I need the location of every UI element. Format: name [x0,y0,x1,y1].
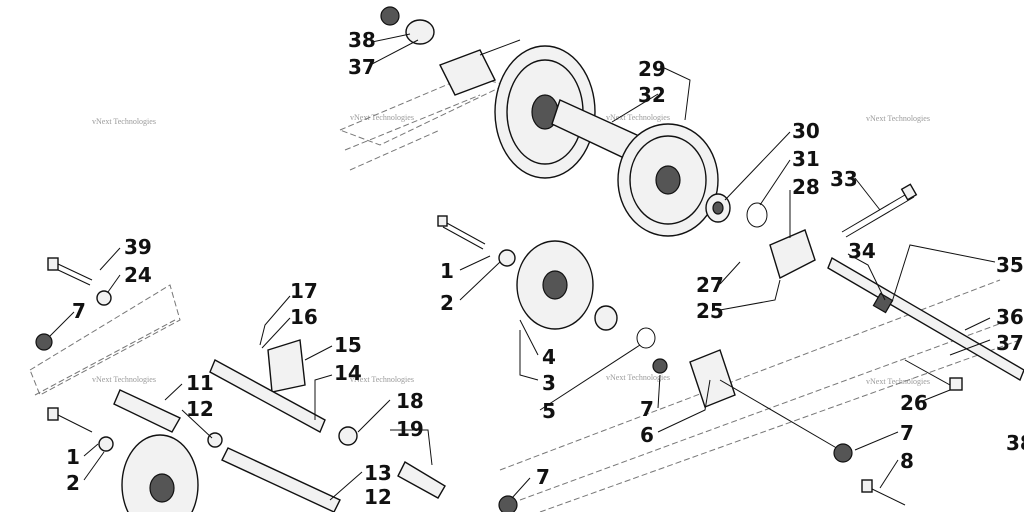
callout-12-bottom: 12 [364,485,392,509]
callout-37-top: 37 [348,55,376,79]
pivot-arm-6 [689,349,736,408]
callout-37-right: 37 [996,331,1024,355]
callout-36: 36 [996,305,1024,329]
callout-15: 15 [334,333,362,357]
callout-33: 33 [830,167,858,191]
snap-ring-top [746,202,768,228]
bearing-center [594,305,618,331]
nut-7-center [652,358,668,374]
frame-rail-left [29,284,181,396]
callout-2-left: 2 [66,471,80,495]
watermark: vNext Technologies [606,113,670,122]
callout-18: 18 [396,389,424,413]
watermark: vNext Technologies [866,114,930,123]
watermark: vNext Technologies [350,113,414,122]
callout-14: 14 [334,361,362,385]
watermark: vNext Technologies [606,373,670,382]
axle-bracket-top [769,229,816,280]
watermark: vNext Technologies [866,377,930,386]
callout-17: 17 [290,279,318,303]
callout-7-left: 7 [72,299,86,323]
callout-1-center: 1 [440,259,454,283]
bolt-8 [861,479,906,506]
callout-19: 19 [396,417,424,441]
spacer-19 [397,461,446,499]
callout-39: 39 [124,235,152,259]
callout-6: 6 [640,423,654,447]
callout-25: 25 [696,299,724,323]
long-bolt-33 [841,183,918,238]
snap-ring-center [636,327,656,349]
bolt-top-bracket [439,39,521,96]
washer-37-top [405,19,435,45]
callout-38-top: 38 [348,28,376,52]
frame-rail-top [338,74,507,171]
bolt-26 [904,359,963,391]
nut-7-right [833,443,853,463]
callout-28: 28 [792,175,820,199]
shaft-13 [221,447,341,512]
axle-line-center [719,379,841,451]
callout-11: 11 [186,371,214,395]
callout-7-bottom: 7 [536,465,550,489]
callout-2-center: 2 [440,291,454,315]
idler-wheel-top-right [617,123,719,237]
watermark: vNext Technologies [92,375,156,384]
washer-2-center [498,249,516,267]
callout-4: 4 [542,345,556,369]
spacer-11 [113,389,181,433]
nut-7-left [35,333,53,351]
callout-32: 32 [638,83,666,107]
washer-12 [207,432,223,448]
callout-31: 31 [792,147,820,171]
callout-12-left: 12 [186,397,214,421]
callout-34: 34 [848,239,876,263]
shaft-34 [827,256,1024,382]
callout-3: 3 [542,371,556,395]
watermark: vNext Technologies [92,117,156,126]
callout-30: 30 [792,119,820,143]
callout-8: 8 [900,449,914,473]
callout-5: 5 [542,399,556,423]
callout-1-left: 1 [66,445,80,469]
callout-labels: 38 37 29 32 30 31 28 33 34 35 36 37 38 3… [66,28,1024,509]
leader-lines [49,33,996,501]
cap-38-top [380,6,400,26]
bracket-15 [267,339,306,393]
callout-24: 24 [124,263,152,287]
bushing-18 [338,426,358,446]
bolt-39 [47,257,93,286]
callout-38-right: 38 [1006,431,1024,455]
washer-24 [96,290,112,306]
washer-2-left [98,436,114,452]
idler-wheel-top-left [494,45,596,179]
callout-16: 16 [290,305,318,329]
bearing-top [705,193,731,223]
wheel-center [516,240,594,330]
callout-13: 13 [364,461,392,485]
watermark: vNext Technologies [350,375,414,384]
callout-27: 27 [696,273,724,297]
callout-7-center: 7 [640,397,654,421]
bolt-1-center [437,215,486,250]
bolt-1-left [47,407,93,433]
nut-7-bottom [498,495,518,512]
wheel-left [121,434,199,512]
callout-26: 26 [900,391,928,415]
callout-29: 29 [638,57,666,81]
shaft-14 [209,359,326,433]
callout-7-right: 7 [900,421,914,445]
callout-35: 35 [996,253,1024,277]
